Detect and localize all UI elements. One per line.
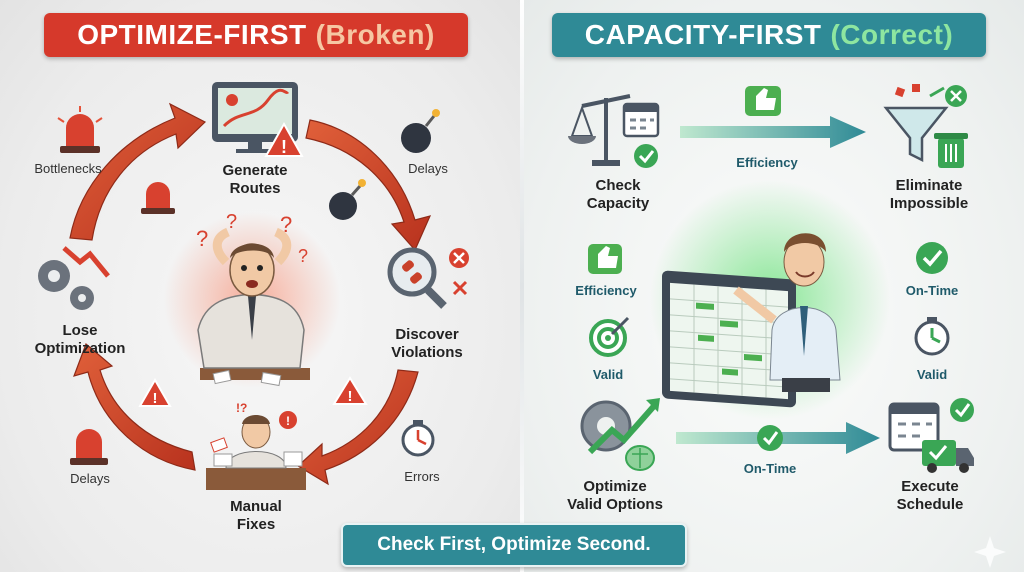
label-valid-left: Valid — [592, 367, 624, 382]
step-eliminate-line1: Eliminate — [895, 177, 963, 194]
svg-text:!: ! — [348, 388, 353, 405]
step-check-line1: Check — [595, 177, 641, 194]
warning-icon-generate: ! — [264, 121, 304, 157]
step-discover-violations: Discover Violations — [372, 326, 482, 362]
calendar-icon-execute — [888, 402, 940, 452]
gear-growth-icon — [580, 398, 660, 455]
label-ontime-right: On-Time — [905, 283, 959, 298]
stressed-worker-illustration: ? ? ? ? — [164, 211, 340, 388]
step-optimize-line1: Optimize — [583, 478, 647, 495]
step-execute-line1: Execute — [901, 478, 959, 495]
check-badge-capacity — [634, 144, 658, 168]
step-discover-line2: Violations — [391, 344, 463, 361]
svg-text:?: ? — [196, 226, 208, 251]
target-icon-valid — [589, 316, 630, 357]
siren-icon-bottom-left — [70, 429, 108, 465]
manual-fixes-worker-illustration: !? ! — [206, 401, 306, 490]
step-manual-line1: Manual — [230, 498, 282, 515]
panel-divider — [520, 0, 524, 572]
arrow-lose-to-generate — [69, 102, 207, 241]
svg-text:?: ? — [226, 211, 237, 233]
stopwatch-icon-errors — [401, 420, 435, 457]
step-generate-line2: Routes — [229, 180, 281, 197]
step-optimize-line2: Valid Options — [567, 496, 663, 513]
balance-scale-icon — [568, 94, 631, 166]
label-ontime-arrow: On-Time — [743, 461, 797, 476]
svg-text:?: ? — [298, 246, 308, 266]
correct-tag: (Correct) — [830, 19, 954, 50]
step-optimize-valid-options: Optimize Valid Options — [550, 478, 680, 514]
bomb-icon-middle — [329, 179, 366, 220]
warning-icon-right: ! — [332, 376, 368, 405]
arrow-check-to-eliminate — [680, 116, 866, 148]
step-check-line2: Capacity — [586, 195, 650, 212]
capacity-first-title: CAPACITY-FIRST — [584, 19, 822, 50]
arrow-discover-to-manual — [297, 369, 419, 486]
capacity-first-banner: CAPACITY-FIRST (Correct) — [552, 13, 986, 57]
step-execute-schedule: Execute Schedule — [880, 478, 980, 514]
step-check-capacity: Check Capacity — [568, 177, 668, 213]
step-manual-line2: Fixes — [236, 516, 276, 533]
down-trend-arrow-icon — [62, 246, 110, 278]
optimize-first-banner: OPTIMIZE-FIRST (Broken) — [44, 13, 468, 57]
magnifier-chain-icon — [387, 247, 447, 309]
label-delays-top: Delays — [408, 161, 448, 176]
label-efficiency-arrow: Efficiency — [736, 155, 798, 170]
siren-icon-mid-left — [141, 182, 175, 214]
step-generate-routes: Generate Routes — [210, 162, 300, 198]
bomb-icon-top — [401, 109, 440, 153]
cycle-arrows — [69, 102, 432, 486]
sparkle-icon — [974, 536, 1006, 568]
brain-icon — [625, 445, 655, 471]
trash-icon — [934, 133, 968, 168]
gears-icon-left — [38, 260, 94, 310]
svg-text:!?: !? — [236, 401, 247, 415]
step-lose-line1: Lose — [62, 322, 98, 339]
error-x-icon — [449, 248, 469, 296]
footer-banner: Check First, Optimize Second. — [341, 523, 687, 567]
svg-text:!: ! — [281, 137, 287, 157]
calendar-icon-check — [622, 102, 660, 138]
step-discover-line1: Discover — [395, 326, 459, 343]
label-efficiency-left: Efficiency — [575, 283, 637, 298]
check-circle-icon-arrow — [757, 425, 783, 451]
step-generate-line1: Generate — [222, 162, 288, 179]
step-manual-fixes: Manual Fixes — [214, 498, 298, 534]
route-monitor-icon — [212, 82, 298, 153]
step-eliminate-line2: Impossible — [889, 195, 969, 212]
siren-icon-top-left — [57, 106, 103, 153]
svg-text:?: ? — [280, 212, 292, 237]
warning-icon-left: ! — [138, 377, 172, 407]
optimize-first-title: OPTIMIZE-FIRST — [77, 19, 307, 50]
label-errors: Errors — [404, 469, 440, 484]
step-lose-line2: Optimization — [34, 340, 126, 357]
svg-text:!: ! — [286, 414, 290, 428]
broken-tag: (Broken) — [315, 19, 435, 50]
label-delays-bottom: Delays — [70, 471, 110, 486]
stopwatch-icon-valid — [914, 317, 950, 356]
label-bottlenecks: Bottlenecks — [34, 161, 102, 176]
step-lose-optimization: Lose Optimization — [22, 322, 138, 358]
thumbs-up-icon-top — [745, 86, 781, 116]
label-valid-right: Valid — [916, 367, 948, 382]
dashboard-worker-illustration — [650, 180, 890, 420]
step-eliminate-impossible: Eliminate Impossible — [874, 177, 984, 213]
check-circle-icon-ontime-right — [916, 242, 948, 274]
footer-text: Check First, Optimize Second. — [377, 534, 651, 555]
check-badge-execute — [950, 398, 974, 422]
thumbs-up-icon-left — [588, 244, 622, 274]
step-execute-line2: Schedule — [896, 496, 964, 513]
svg-text:!: ! — [153, 390, 158, 407]
truck-icon — [922, 440, 974, 473]
x-badge-eliminate — [945, 85, 967, 107]
funnel-icon — [883, 84, 949, 163]
arrow-manual-to-lose — [73, 342, 196, 471]
